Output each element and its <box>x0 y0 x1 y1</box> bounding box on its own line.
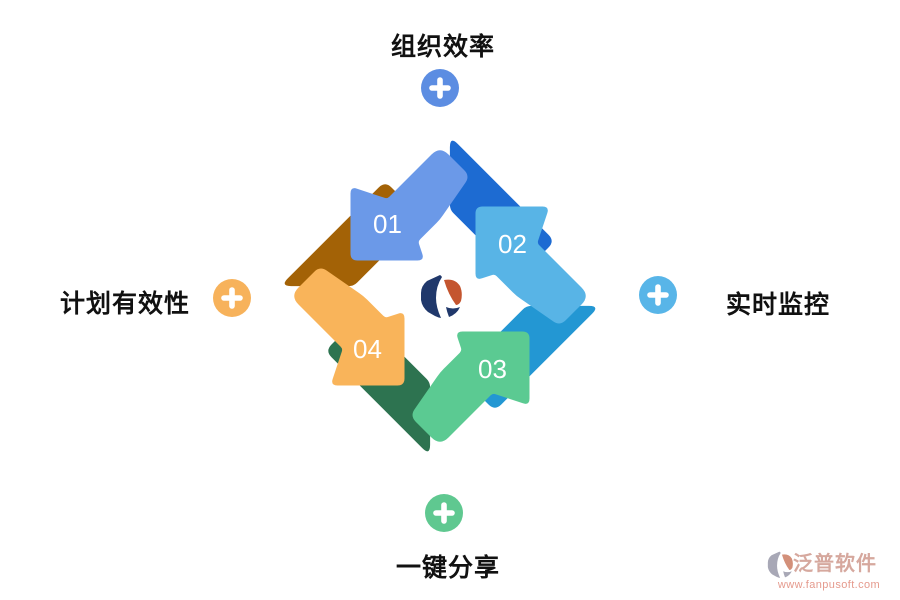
feature-label-top: 组织效率 <box>390 33 495 61</box>
fanpu-logo-icon <box>421 275 462 318</box>
plus-icon <box>421 69 459 107</box>
feature-label-left: 计划有效性 <box>59 290 190 318</box>
plus-button-bottom[interactable] <box>425 494 463 532</box>
plus-button-right[interactable] <box>639 276 677 314</box>
step-number-03: 03 <box>478 354 507 384</box>
watermark-url: www.fanpusoft.com <box>777 579 881 591</box>
feature-label-bottom: 一键分享 <box>395 554 500 582</box>
cycle-diagram: 01 02 03 04 <box>284 140 596 452</box>
step-number-04: 04 <box>353 334 382 364</box>
plus-button-left[interactable] <box>213 279 251 317</box>
watermark: 泛普软件 www.fanpusoft.com <box>766 551 896 591</box>
plus-icon <box>425 494 463 532</box>
feature-label-right: 实时监控 <box>725 291 830 319</box>
plus-icon <box>213 279 251 317</box>
step-number-01: 01 <box>373 209 402 239</box>
step-number-02: 02 <box>498 229 527 259</box>
watermark-logo-icon <box>767 551 793 578</box>
plus-button-top[interactable] <box>421 69 459 107</box>
watermark-brand: 泛普软件 <box>793 553 877 575</box>
plus-icon <box>639 276 677 314</box>
